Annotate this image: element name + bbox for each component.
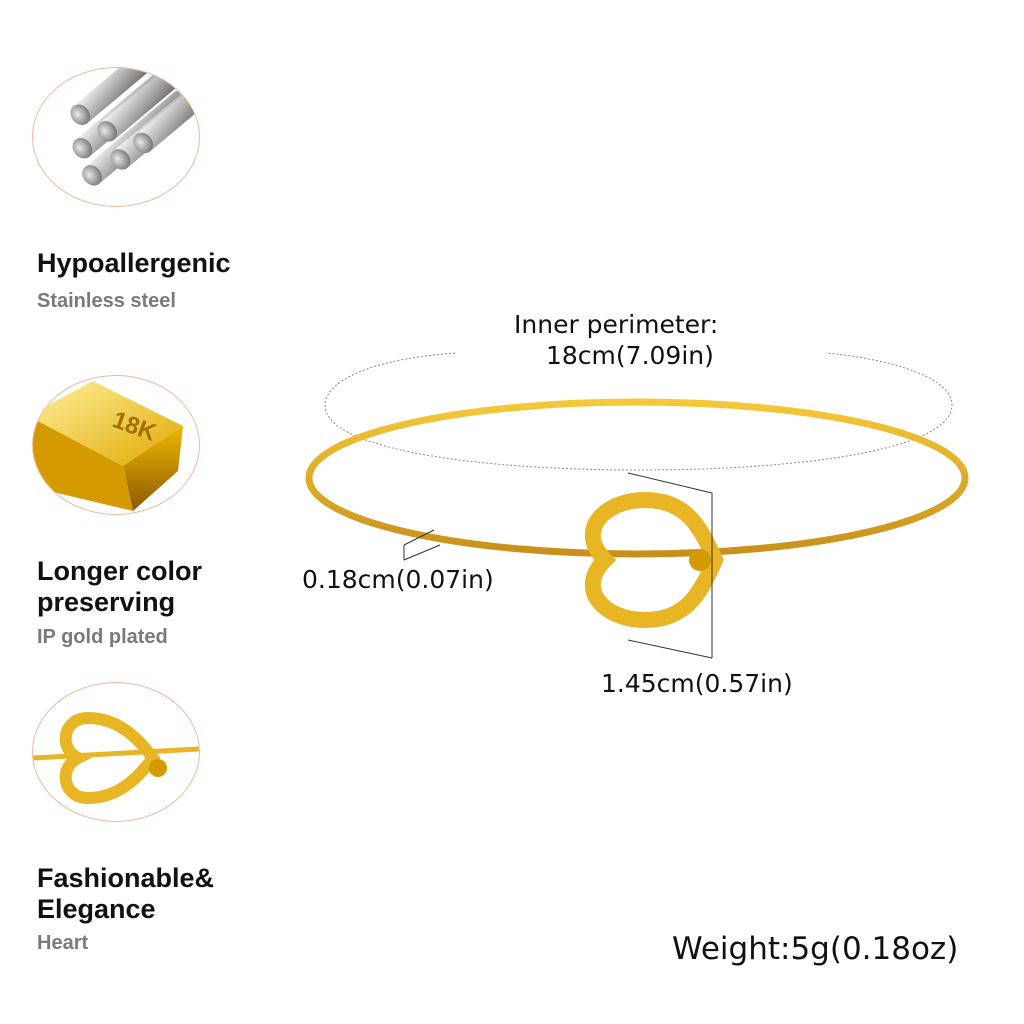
gold-bar-icon: 18K <box>32 375 200 515</box>
perimeter-label: Inner perimeter: <box>514 310 719 339</box>
perimeter-dotted-line <box>324 352 953 471</box>
feature-subtitle-plated: IP gold plated <box>37 626 168 648</box>
heart-clasp <box>584 491 724 629</box>
heart-height-label: 1.45cm(0.57in) <box>601 669 793 698</box>
feature-title-color: Longer color preserving <box>37 556 203 617</box>
feature-title-hypoallergenic: Hypoallergenic <box>37 248 231 278</box>
feature-subtitle-steel: Stainless steel <box>37 290 176 312</box>
weight-label: Weight:5g(0.18oz) <box>672 931 959 967</box>
heart-clasp-icon <box>32 682 200 822</box>
feature-subtitle-heart: Heart <box>37 932 89 954</box>
bangle-wire <box>305 398 969 558</box>
feature-title-fashion: Fashionable& Elegance <box>37 863 215 924</box>
perimeter-value: 18cm(7.09in) <box>546 341 714 370</box>
wire-thickness-label: 0.18cm(0.07in) <box>302 565 494 594</box>
